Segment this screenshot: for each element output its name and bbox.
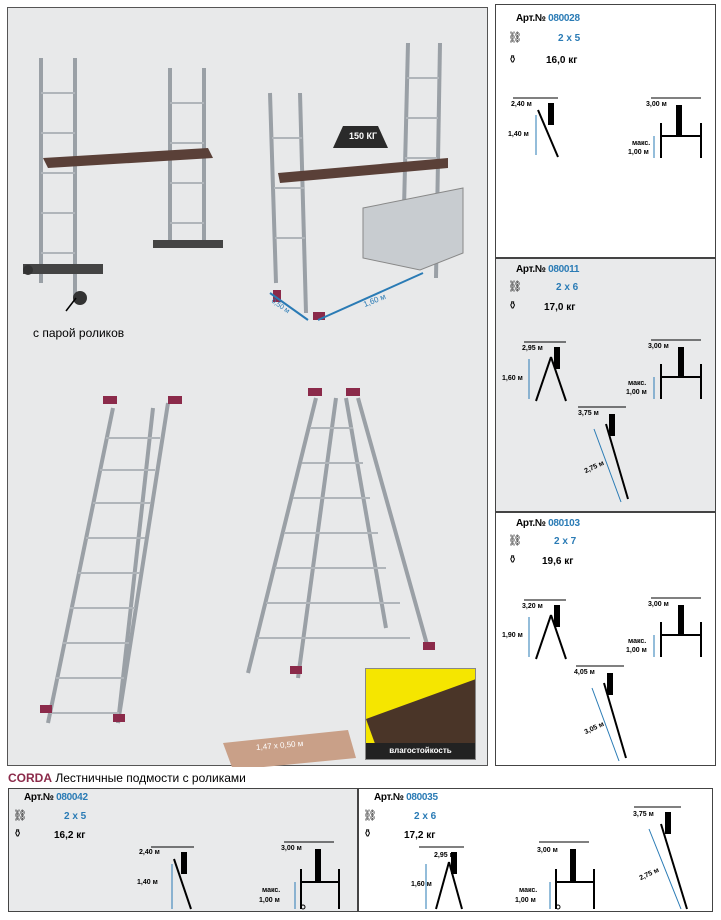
scaffold-reach-height: 3,00 м (648, 343, 669, 350)
product-illustration-panel: с парой роликов 150 КГ 0,50 м 1,60 м 1,4… (7, 7, 488, 767)
scaffold-max-label: макс. (262, 887, 281, 894)
scaffold-platform-height: 1,00 м (626, 389, 647, 396)
ladder-sections-icon: ⛓ (508, 32, 522, 44)
ladder-sections-icon: ⛓ (13, 810, 27, 822)
stepladder-height: 1,40 м (508, 131, 529, 138)
scaffold-max-label: макс. (632, 140, 651, 147)
rollers-caption: с парой роликов (33, 326, 125, 340)
stepladder-height: 1,60 м (411, 881, 432, 888)
ladder-sections-icon: ⛓ (363, 810, 377, 822)
scaffold-reach-height: 3,00 м (648, 601, 669, 608)
extension-reach-height: 4,05 м (574, 669, 595, 676)
scaffold-max-label: макс. (628, 638, 647, 645)
weight-icon: ⚱ (13, 828, 23, 840)
scaffold-figure (651, 597, 702, 657)
product-card-080042: Арт.№ 080042 ⛓ 2 x 5 ⚱ 16,2 кг 2,40 м 1,… (8, 788, 358, 912)
scaffold-max-label: макс. (519, 887, 538, 894)
stepladder-reach-height: 2,40 м (511, 101, 532, 108)
extension-reach-height: 3,75 м (578, 410, 599, 417)
stepladder-figure (524, 599, 567, 660)
scaffold-platform-height: 1,00 м (626, 647, 647, 654)
ladder-sections-icon: ⛓ (508, 281, 522, 293)
scaffold-platform-height: 1,00 м (628, 149, 649, 156)
extension-ladder-figure (576, 665, 627, 762)
stepladder-reach-height: 2,95 м (522, 345, 543, 352)
product-card-080035: Арт.№ 080035 ⛓ 2 x 6 ⚱ 17,2 кг 2,95 м 1,… (358, 788, 713, 912)
scaffold-figure (284, 841, 340, 910)
scaffold-platform-height: 1,00 м (259, 897, 280, 904)
extension-ladder-figure (634, 806, 688, 910)
scaffold-figure (651, 97, 702, 158)
stepladder-height: 1,90 м (502, 632, 523, 639)
sections-value: 2 x 6 (414, 811, 437, 822)
article-number: Арт.№ 080103 (516, 518, 580, 529)
ladder-sections-icon: ⛓ (508, 535, 522, 547)
weight-value: 19,6 кг (542, 556, 574, 567)
stepladder-figure (513, 97, 559, 158)
weight-value: 16,0 кг (546, 55, 578, 66)
stepladder-height: 1,60 м (502, 375, 523, 382)
stepladder-reach-height: 2,40 м (139, 849, 160, 856)
sections-value: 2 x 6 (556, 282, 579, 293)
section-title: CORDA Лестничные подмости с роликами (8, 771, 246, 785)
sections-value: 2 x 5 (64, 811, 87, 822)
stepladder-reach-height: 2,95 м (434, 852, 455, 859)
scaffold-max-label: макс. (628, 380, 647, 387)
scaffold-reach-height: 3,00 м (537, 847, 558, 854)
article-number: Арт.№ 080042 (24, 792, 88, 803)
product-card-080103: Арт.№ 080103 ⛓ 2 x 7 ⚱ 19,6 кг 3,20 м 1,… (495, 512, 716, 766)
weight-value: 16,2 кг (54, 830, 86, 841)
stepladder-figure (419, 846, 464, 910)
sections-value: 2 x 5 (558, 33, 581, 44)
product-card-080028: Арт.№ 080028 ⛓ 2 x 5 ⚱ 16,0 кг 2,40 м 1,… (495, 4, 716, 258)
sections-value: 2 x 7 (554, 536, 577, 547)
article-number: Арт.№ 080035 (374, 792, 438, 803)
weight-icon: ⚱ (363, 828, 373, 840)
article-number: Арт.№ 080028 (516, 13, 580, 24)
moisture-resistance-badge: влагостойкость (365, 668, 476, 760)
scaffold-figure (539, 841, 595, 910)
extension-reach-height: 3,75 м (633, 811, 654, 818)
scaffold-platform-height: 1,00 м (515, 897, 536, 904)
ladder-illustrations (23, 42, 464, 767)
product-card-080011: Арт.№ 080011 ⛓ 2 x 6 ⚱ 17,0 кг 2,95 м 1,… (495, 258, 716, 512)
stepladder-reach-height: 3,20 м (522, 603, 543, 610)
stepladder-figure (524, 341, 567, 402)
weight-icon: ⚱ (508, 54, 518, 66)
stepladder-figure (151, 846, 194, 910)
scaffold-figure (651, 339, 702, 399)
weight-value: 17,0 кг (544, 302, 576, 313)
article-number: Арт.№ 080011 (516, 264, 580, 275)
stepladder-height: 1,40 м (137, 879, 158, 886)
load-capacity-badge: 150 КГ (348, 131, 378, 141)
brand-logo: CORDA (8, 771, 52, 785)
weight-icon: ⚱ (508, 554, 518, 566)
moisture-label: влагостойкость (366, 743, 475, 759)
section-title-text: Лестничные подмости с роликами (55, 771, 246, 785)
scaffold-reach-height: 3,00 м (646, 101, 667, 108)
extension-ladder-figure (578, 406, 629, 503)
weight-value: 17,2 кг (404, 830, 436, 841)
scaffold-reach-height: 3,00 м (281, 845, 302, 852)
weight-icon: ⚱ (508, 300, 518, 312)
